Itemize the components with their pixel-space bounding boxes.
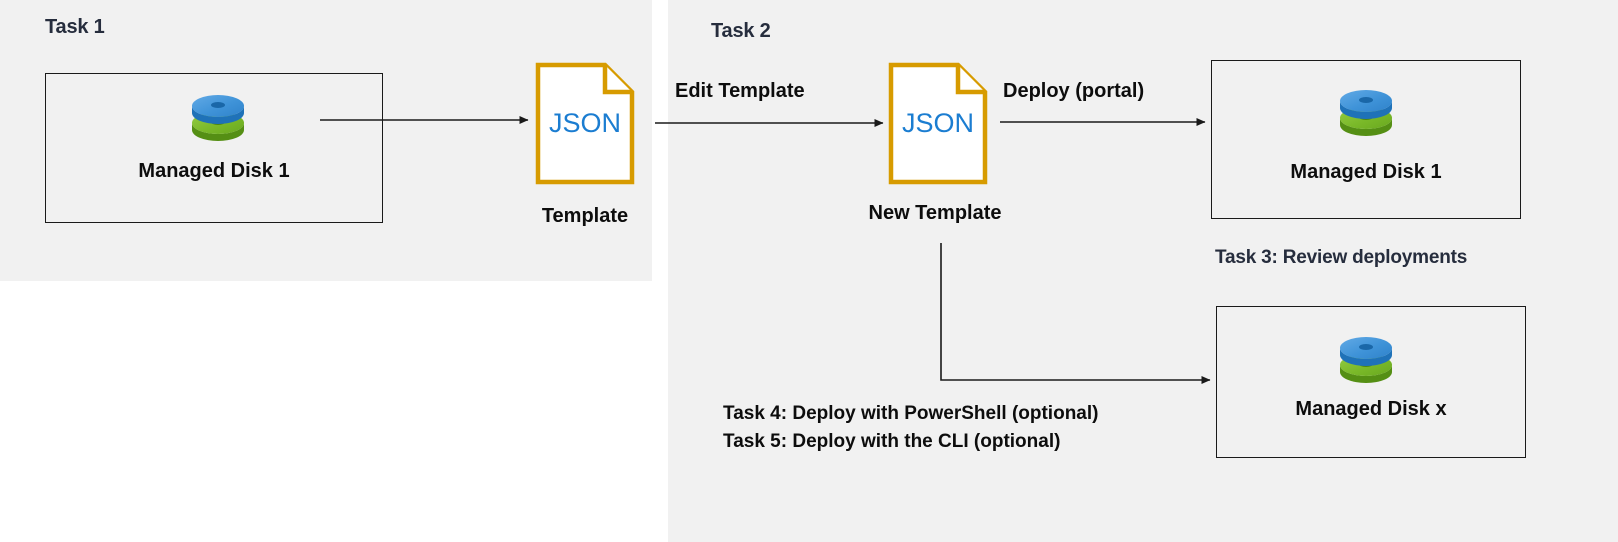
managed-disk-icon [1338, 332, 1394, 386]
task5-label: Task 5: Deploy with the CLI (optional) [723, 430, 1061, 452]
json-file-icon-template: JSON [535, 62, 635, 185]
new-template-caption: New Template [868, 202, 1002, 224]
managed-disk-x-box [1216, 306, 1526, 458]
deploy-portal-arrow-label: Deploy (portal) [1003, 80, 1145, 102]
json-file-type-label: JSON [902, 108, 974, 138]
managed-disk-x-label: Managed Disk x [1295, 398, 1447, 420]
task1-heading: Task 1 [45, 16, 105, 38]
task2-heading: Task 2 [711, 20, 771, 42]
managed-disk-icon [190, 90, 246, 144]
managed-disk-icon [1338, 85, 1394, 139]
edit-template-arrow-label: Edit Template [675, 80, 805, 102]
json-file-icon-new-template: JSON [888, 62, 988, 185]
managed-disk-1-label-source: Managed Disk 1 [138, 160, 290, 182]
template-caption: Template [541, 205, 629, 227]
task3-heading: Task 3: Review deployments [1215, 247, 1468, 268]
optional-tasks-note: Task 4: Deploy with PowerShell (optional… [723, 400, 1098, 455]
task4-label: Task 4: Deploy with PowerShell (optional… [723, 403, 1099, 424]
managed-disk-1-box-deployed [1211, 60, 1521, 219]
managed-disk-1-label-deployed: Managed Disk 1 [1290, 161, 1442, 183]
managed-disk-1-box-source [45, 73, 383, 223]
json-file-type-label: JSON [549, 108, 621, 138]
